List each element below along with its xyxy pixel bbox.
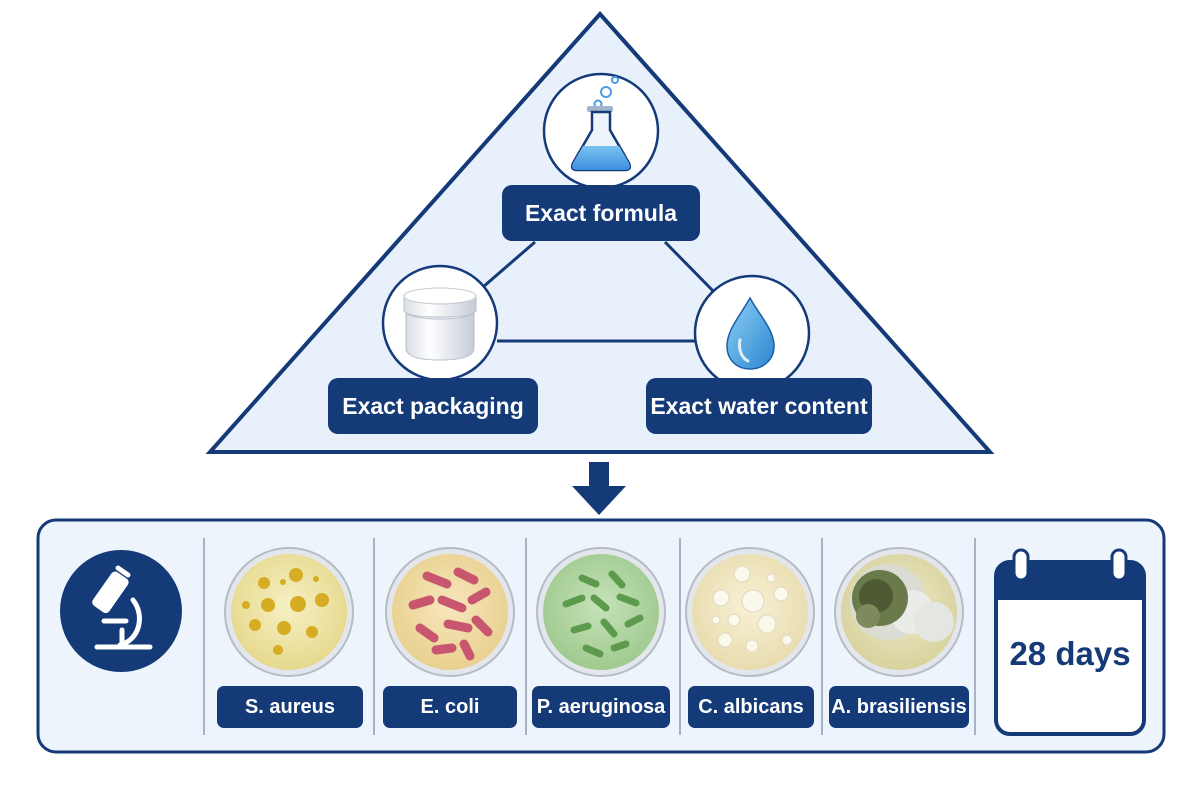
organism-label-p-aeruginosa: P. aeruginosa (532, 686, 670, 728)
petri-dish-icon (834, 547, 964, 677)
flask-icon (542, 72, 660, 190)
label-exact-water-content: Exact water content (646, 378, 872, 434)
jar-icon (381, 264, 499, 382)
label-exact-packaging: Exact packaging (328, 378, 538, 434)
water-drop-icon (693, 274, 811, 392)
down-arrow-icon (572, 462, 626, 515)
organism-label-c-albicans: C. albicans (688, 686, 814, 728)
calendar-icon (994, 548, 1146, 736)
duration-label: 28 days (1009, 635, 1131, 672)
label-exact-formula: Exact formula (502, 185, 700, 241)
organism-label-s-aureus: S. aureus (217, 686, 363, 728)
petri-dish-icon (224, 547, 354, 677)
organism-label-e-coli: E. coli (383, 686, 517, 728)
microscope-icon (60, 550, 182, 672)
petri-dish-icon (536, 547, 666, 677)
petri-dish-icon (685, 547, 815, 677)
petri-dish-icon (385, 547, 515, 677)
organism-label-a-brasiliensis: A. brasiliensis (829, 686, 969, 728)
